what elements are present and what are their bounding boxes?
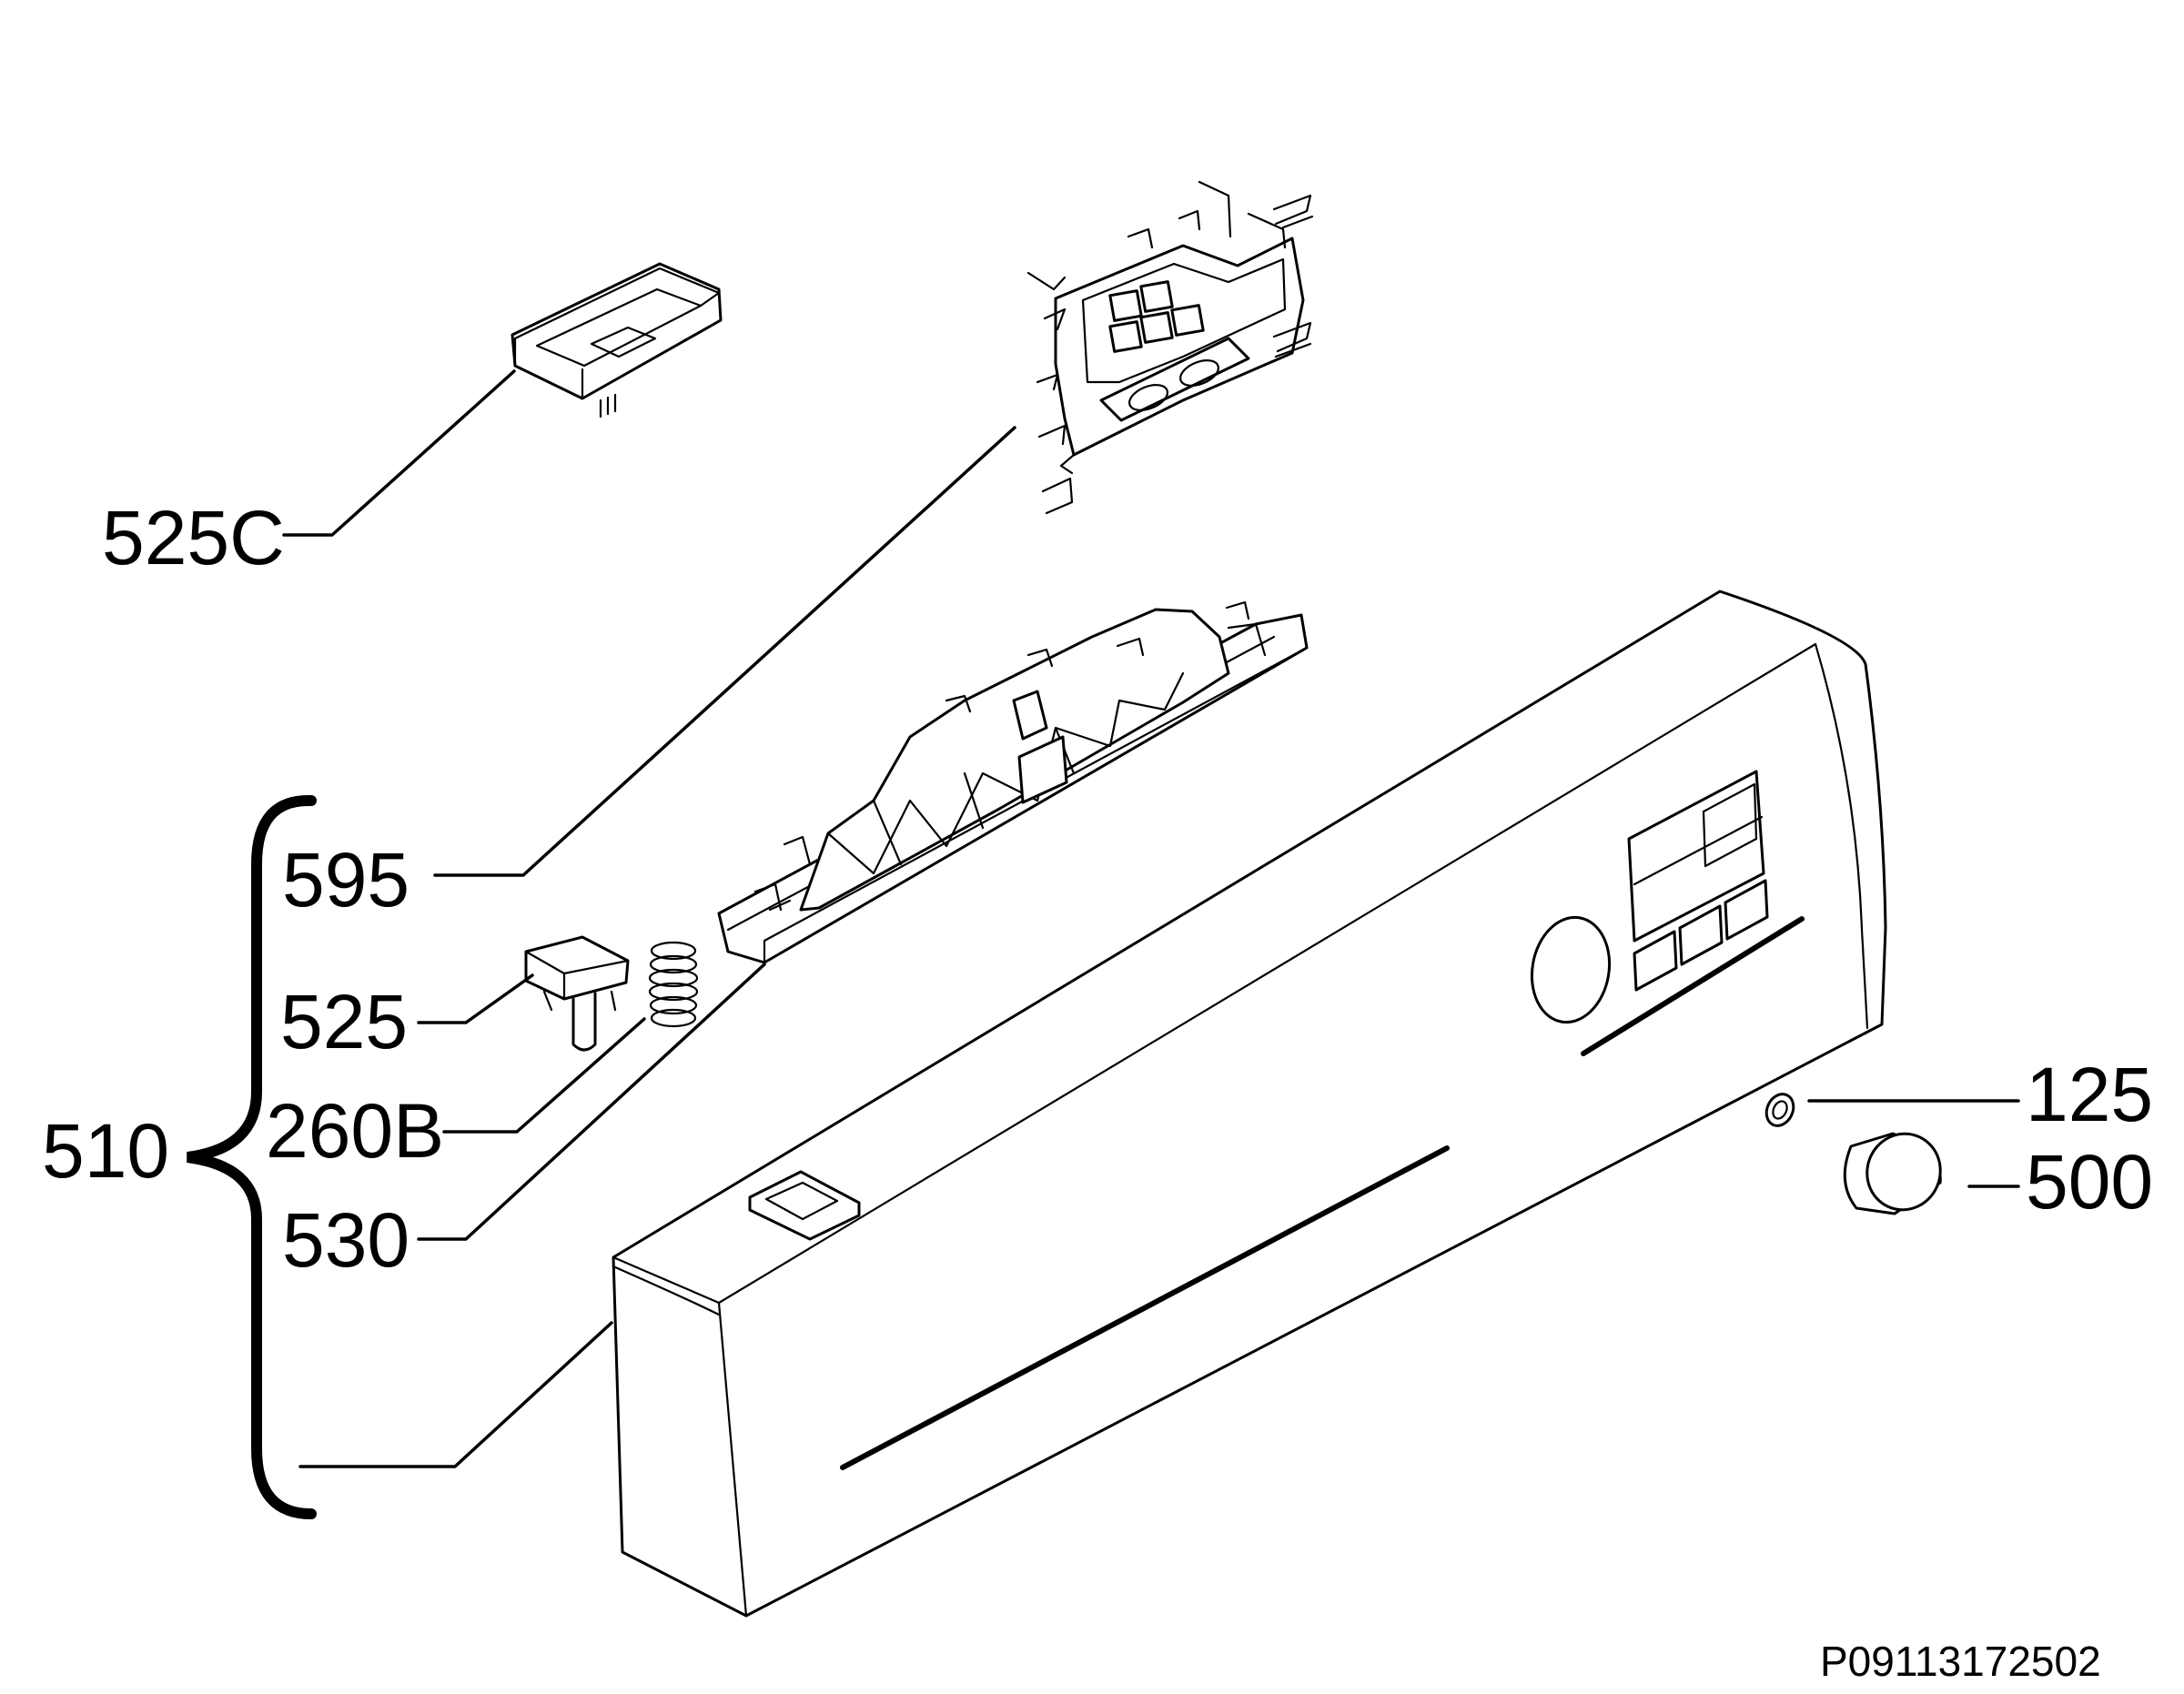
part-260b-spring — [648, 941, 699, 1028]
label-525: 525 — [280, 979, 408, 1064]
part-125-clip — [1764, 1093, 1795, 1127]
leader-525c — [282, 369, 516, 537]
label-530: 530 — [282, 1197, 410, 1283]
group-brace-510 — [187, 794, 317, 1519]
part-595-module-frame — [1026, 180, 1314, 515]
label-260b: 260B — [266, 1088, 444, 1174]
leader-lines — [282, 369, 2020, 1468]
part-525-button — [524, 935, 630, 1052]
label-125: 125 — [2026, 1052, 2153, 1137]
part-525c-tray — [511, 262, 723, 418]
leader-525 — [417, 973, 534, 1024]
part-labels: 525C 595 525 260B 510 530 125 500 P09113… — [42, 495, 2153, 1685]
label-510: 510 — [42, 1108, 169, 1194]
part-530-handle-bar — [717, 600, 1309, 964]
leader-510-panel — [298, 1321, 613, 1468]
label-525c: 525C — [102, 495, 285, 580]
part-500-knob — [1843, 1132, 1942, 1215]
leader-260b — [442, 1017, 646, 1134]
label-500: 500 — [2026, 1139, 2153, 1225]
leader-595 — [433, 426, 1016, 877]
leader-530 — [417, 963, 766, 1241]
drawing-code: P09113172502 — [1820, 1638, 2101, 1685]
part-510-control-panel — [612, 590, 1887, 1618]
label-595: 595 — [282, 837, 410, 923]
